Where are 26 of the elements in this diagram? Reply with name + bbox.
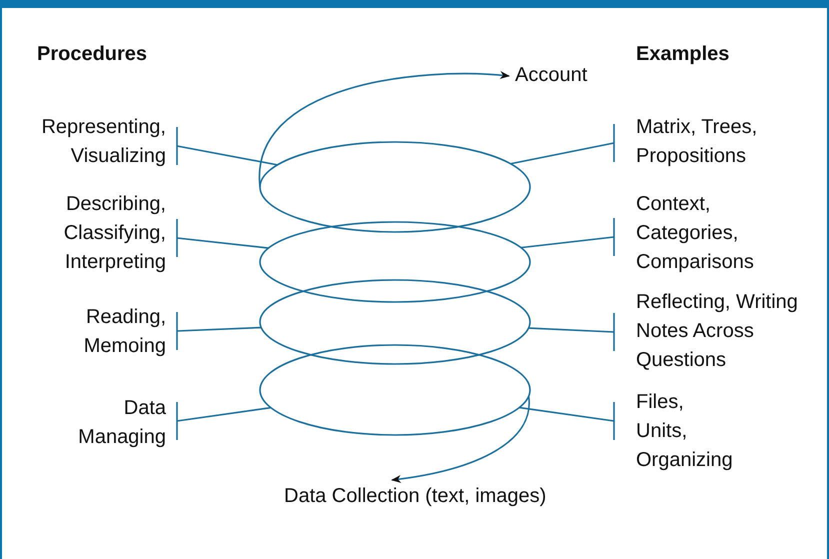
step-label: Representing, Visualizing [6,113,166,171]
spiral-loop [258,343,532,437]
bracket-line [176,401,271,441]
step-label: Describing, Classifying, Interpreting [6,190,166,277]
bracket-line [520,217,615,257]
step-label: Reading, Memoing [6,303,166,361]
step-label: Data Managing [56,394,166,452]
arrow [259,71,510,188]
spiral-loop [258,140,532,234]
step-label: Files, Units, Organizing [636,388,740,475]
bracket-line [528,312,615,352]
step-label: Reflecting, Writing Notes Across Questions [636,288,804,375]
step-label: Context, Categories, Comparisons [636,190,801,277]
bracket-line [176,218,269,258]
bracket-line [519,401,615,441]
column-heading: Procedures [37,42,148,67]
step-label: Account [515,61,635,90]
bracket-line [176,126,278,166]
bracket-line [176,311,262,351]
step-label: Matrix, Trees, Propositions [636,113,821,171]
arrow [391,396,530,483]
bracket-line [510,123,615,165]
spiral-loop [258,278,532,366]
step-label: Data Collection (text, images) [284,482,554,511]
column-heading: Examples [636,42,730,67]
spiral-loop [258,220,532,304]
